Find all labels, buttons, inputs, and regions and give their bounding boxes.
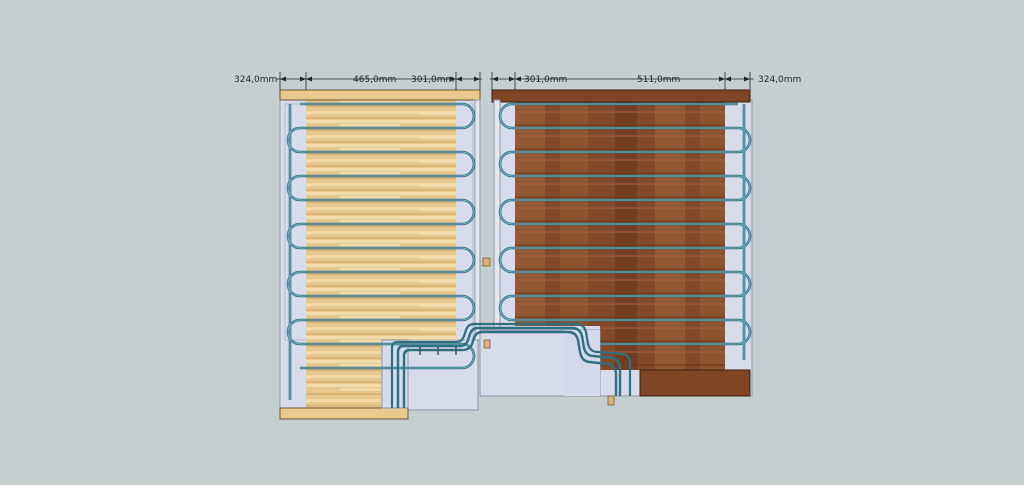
arrow-3 (306, 76, 312, 82)
right-room-bottom-board (639, 369, 751, 397)
arrow-4 (450, 76, 456, 82)
left-room-bottom-board (279, 407, 409, 420)
arrow-9 (515, 76, 521, 82)
manifold-stub-left (482, 257, 491, 267)
manifold-stub-bottom (607, 395, 615, 406)
dimension-labels: 324,0mm 465,0mm 301,0mm 301,0mm 511,0mm … (234, 75, 801, 85)
right-room-pipe-highlight (499, 103, 751, 360)
left-room-pipe-highlight (287, 103, 475, 400)
left-room-floor (306, 100, 456, 340)
arrow-2 (300, 76, 306, 82)
arrow-8 (509, 76, 515, 82)
dim-label-right-1: 301,0mm (524, 75, 567, 85)
dim-label-right-2: 511,0mm (637, 75, 680, 85)
arrow-11 (725, 76, 731, 82)
arrow-12 (744, 76, 750, 82)
right-room-top-board (491, 89, 751, 103)
arrow-10 (719, 76, 725, 82)
corridor (390, 257, 632, 408)
right-room-floor (515, 100, 725, 326)
dim-label-left-3: 301,0mm (411, 75, 454, 85)
dimension-annotations (276, 72, 754, 90)
arrow-6 (474, 76, 480, 82)
connector-pipe-c (390, 322, 632, 408)
right-room-floor-lower (600, 326, 725, 370)
arrow-5 (456, 76, 462, 82)
arrow-7 (492, 76, 498, 82)
dim-label-left-1: 324,0mm (234, 75, 277, 85)
left-room (279, 89, 481, 420)
dim-label-right-3: 324,0mm (758, 75, 801, 85)
left-room-side-strip (474, 99, 481, 341)
manifold-stub-center (483, 339, 491, 349)
dim-label-left-2: 465,0mm (353, 75, 396, 85)
left-room-top-board (279, 89, 481, 101)
connector-pipe-b (402, 330, 618, 408)
dimension-arrows (280, 76, 750, 82)
arrow-1 (280, 76, 286, 82)
connector-pipe-a (396, 326, 622, 408)
left-room-floor-lower (306, 340, 382, 410)
